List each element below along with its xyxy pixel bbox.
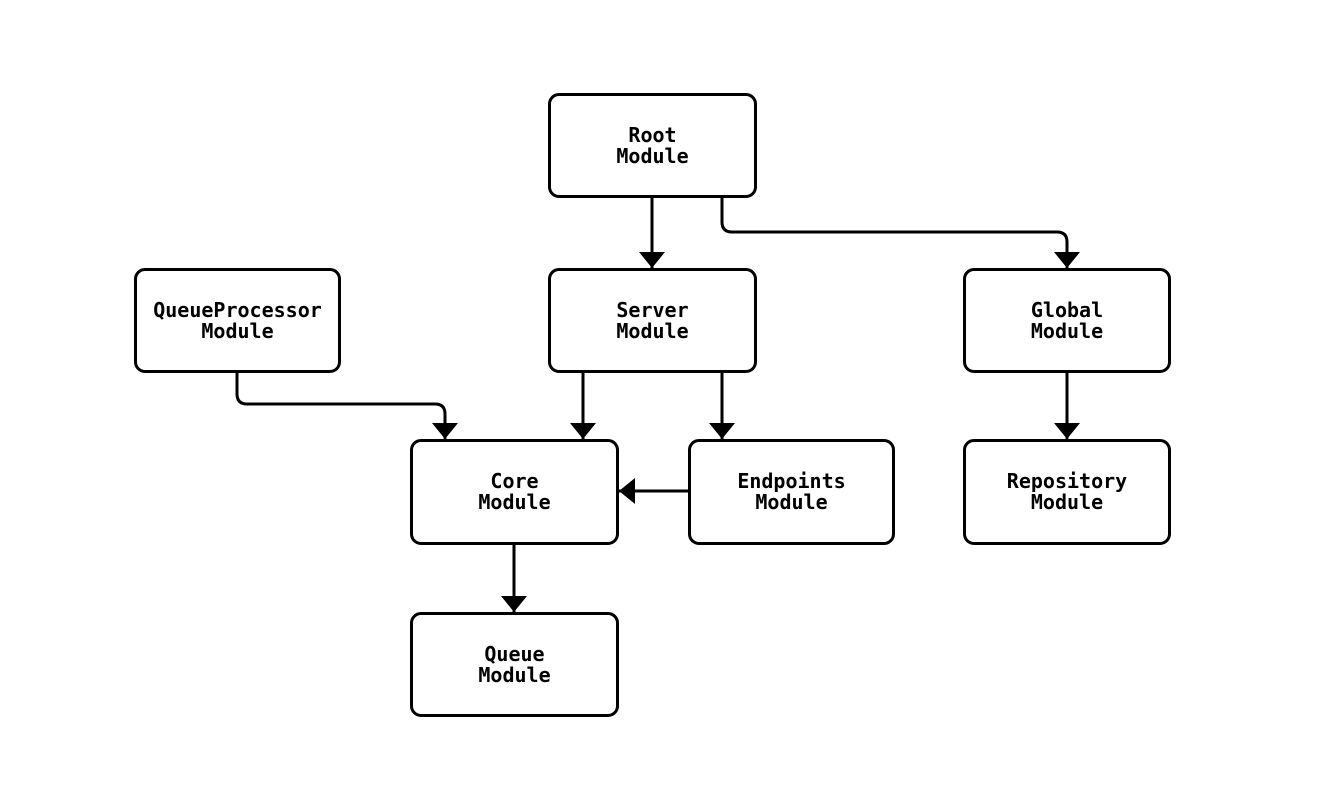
node-core-module-label: Core Module [478,469,551,514]
edge-root-to-global [720,198,1080,268]
node-queueprocessor-module-label: QueueProcessor Module [153,297,322,343]
node-endpoints-module-label: Endpoints Module [737,469,846,514]
node-queue-module: Queue Module [410,612,619,717]
node-queue-module-label: Queue Module [478,641,551,687]
node-endpoints-module: Endpoints Module [688,439,895,545]
node-root-module-label: Root Module [616,122,689,168]
node-global-module: Global Module [963,268,1171,373]
node-queueprocessor-module: QueueProcessor Module [134,268,341,373]
edge-queueprocessor-to-core [235,373,458,439]
node-root-module: Root Module [548,93,757,198]
node-global-module-label: Global Module [1030,297,1104,343]
node-core-module: Core Module [410,439,619,545]
node-server-module: Server Module [548,268,757,373]
node-repository-module-label: Repository Module [1006,469,1128,514]
node-server-module-label: Server Module [616,297,689,343]
node-repository-module: Repository Module [963,439,1171,545]
